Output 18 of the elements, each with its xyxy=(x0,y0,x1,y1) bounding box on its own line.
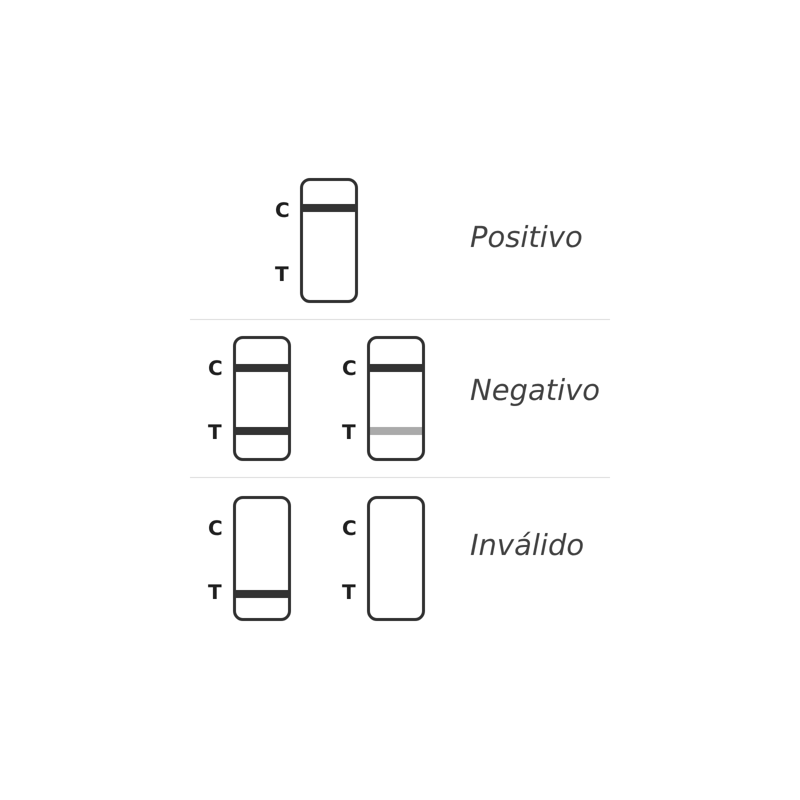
line-marker-label: C xyxy=(275,200,290,220)
line-marker-label: T xyxy=(342,422,356,442)
line-marker-label: C xyxy=(342,518,357,538)
test-cassette xyxy=(233,336,291,461)
line-marker-label: C xyxy=(208,358,223,378)
result-label: Inválido xyxy=(470,531,584,560)
line-marker-label: C xyxy=(208,518,223,538)
result-label: Positivo xyxy=(470,223,583,252)
line-marker-label: T xyxy=(208,422,222,442)
result-label: Negativo xyxy=(470,376,600,405)
test-cassette xyxy=(300,178,358,303)
test-cassette xyxy=(233,496,291,621)
line-marker-label: T xyxy=(275,264,289,284)
test-cassette xyxy=(367,336,425,461)
line-marker-label: T xyxy=(342,582,356,602)
line-marker-label: C xyxy=(342,358,357,378)
test-cassette xyxy=(367,496,425,621)
line-marker-label: T xyxy=(208,582,222,602)
